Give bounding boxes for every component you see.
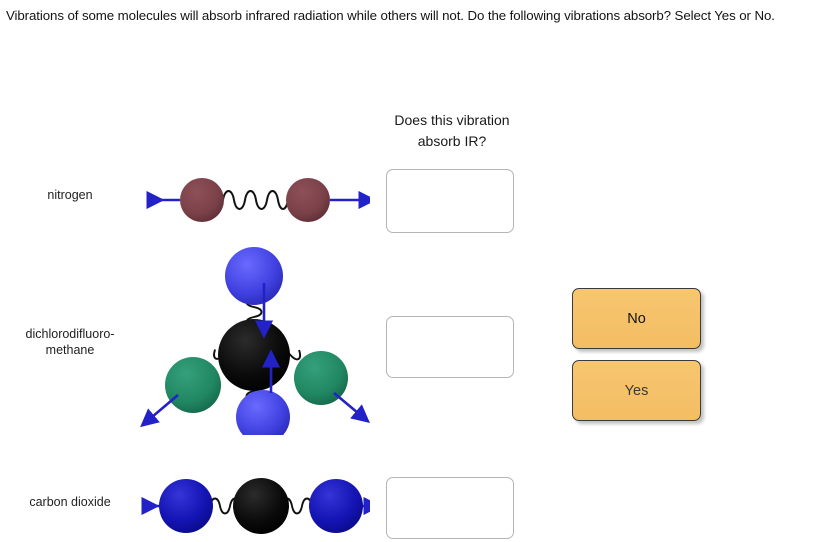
molecule-diagram-nitrogen	[146, 178, 370, 222]
atom-fluorine-right	[294, 351, 348, 405]
atom-oxygen-left	[159, 479, 213, 533]
atom-carbon-center	[218, 319, 290, 391]
row-label-carbon-dioxide: carbon dioxide	[0, 494, 140, 510]
row-label-cfc-line1: dichlorodifluoro-	[25, 327, 115, 341]
row-label-cfc-line2: methane	[45, 343, 95, 357]
atom-carbon-center	[233, 478, 289, 534]
row-label-co2-line1: carbon dioxide	[29, 495, 111, 509]
answer-dropbox-carbon-dioxide[interactable]	[386, 477, 514, 539]
answer-dropbox-dichlorodifluoromethane[interactable]	[386, 316, 514, 378]
row-label-dichlorodifluoromethane: dichlorodifluoro- methane	[0, 326, 140, 358]
atom-oxygen-right	[309, 479, 363, 533]
vibration-arrow-right-downright	[333, 392, 370, 423]
vibration-arrow-left-downleft	[140, 394, 179, 428]
row-label-nitrogen: nitrogen	[0, 187, 140, 203]
atom-nitrogen-left	[180, 178, 224, 222]
spring-bond	[219, 190, 291, 210]
answer-dropbox-nitrogen[interactable]	[386, 169, 514, 233]
column-header-line1: Does this vibration	[394, 112, 510, 128]
atom-nitrogen-right	[286, 178, 330, 222]
column-header: Does this vibration absorb IR?	[378, 110, 526, 152]
answer-button-no[interactable]: No	[572, 288, 701, 349]
atom-chlorine-bottom	[236, 390, 290, 435]
molecule-diagram-carbon-dioxide	[141, 478, 370, 534]
question-prompt: Vibrations of some molecules will absorb…	[6, 8, 775, 23]
row-label-nitrogen-line1: nitrogen	[47, 188, 93, 202]
column-header-line2: absorb IR?	[417, 133, 487, 149]
atom-chlorine-top	[225, 247, 283, 305]
answer-button-yes[interactable]: Yes	[572, 360, 701, 421]
molecule-diagram-dichlorodifluoromethane	[140, 247, 370, 435]
atom-fluorine-left	[165, 357, 221, 413]
